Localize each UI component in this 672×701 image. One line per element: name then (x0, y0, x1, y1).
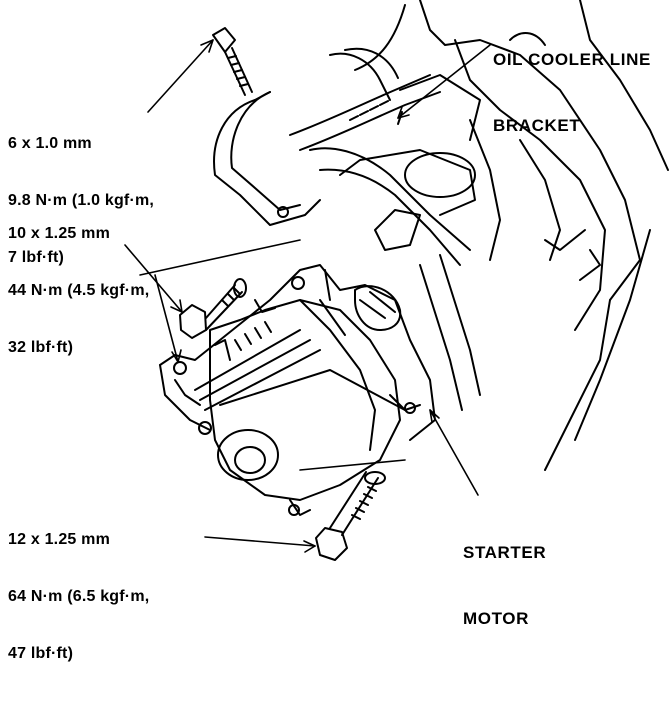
bolt-10mm-size: 10 x 1.25 mm (8, 225, 111, 242)
oil-cooler-bracket-line1: OIL COOLER LINE (493, 50, 651, 69)
diagram-canvas: OIL COOLER LINE BRACKET 6 x 1.0 mm 9.8 N… (8, 0, 669, 662)
engine-block-outline (354, 0, 669, 471)
bolt-10mm-spec-label: 10 x 1.25 mm 44 N·m (4.5 kgf·m, 32 lbf·f… (8, 186, 149, 395)
starter-motor-label: STARTER MOTOR (463, 498, 546, 674)
bolt-12mm-torque: 64 N·m (6.5 kgf·m, (8, 588, 150, 605)
bolt-12mm-size: 12 x 1.25 mm (8, 531, 111, 548)
leader-lines (124, 39, 491, 553)
bolt-6mm-size: 6 x 1.0 mm (8, 135, 92, 152)
oil-cooler-bracket-label: OIL COOLER LINE BRACKET (493, 5, 651, 181)
starter-motor-diagram (124, 0, 669, 561)
bolt-10mm-torque-lbf: 32 lbf·ft) (8, 339, 74, 356)
bolt-6mm-icon (212, 27, 253, 96)
starter-motor-line1: STARTER (463, 543, 547, 562)
bolt-12mm-icon (315, 471, 386, 561)
starter-motor-line2: MOTOR (463, 609, 529, 628)
starter-motor-body (159, 264, 436, 516)
oil-cooler-line-bracket (213, 91, 421, 251)
oil-cooler-bracket-line2: BRACKET (493, 116, 581, 135)
bolt-12mm-spec-label: 12 x 1.25 mm 64 N·m (6.5 kgf·m, 47 lbf·f… (8, 492, 149, 701)
bolt-12mm-torque-lbf: 47 lbf·ft) (8, 645, 74, 662)
bolt-10mm-torque: 44 N·m (4.5 kgf·m, (8, 282, 150, 299)
bolt-6mm-torque-lbf: 7 lbf·ft) (8, 249, 65, 266)
oil-cooler-hoses (289, 47, 481, 411)
bolt-6mm-torque: 9.8 N·m (1.0 kgf·m, (8, 192, 155, 209)
bolt-10mm-icon (179, 278, 247, 339)
bolt-6mm-spec-label: 6 x 1.0 mm 9.8 N·m (1.0 kgf·m, 7 lbf·ft) (8, 96, 154, 305)
